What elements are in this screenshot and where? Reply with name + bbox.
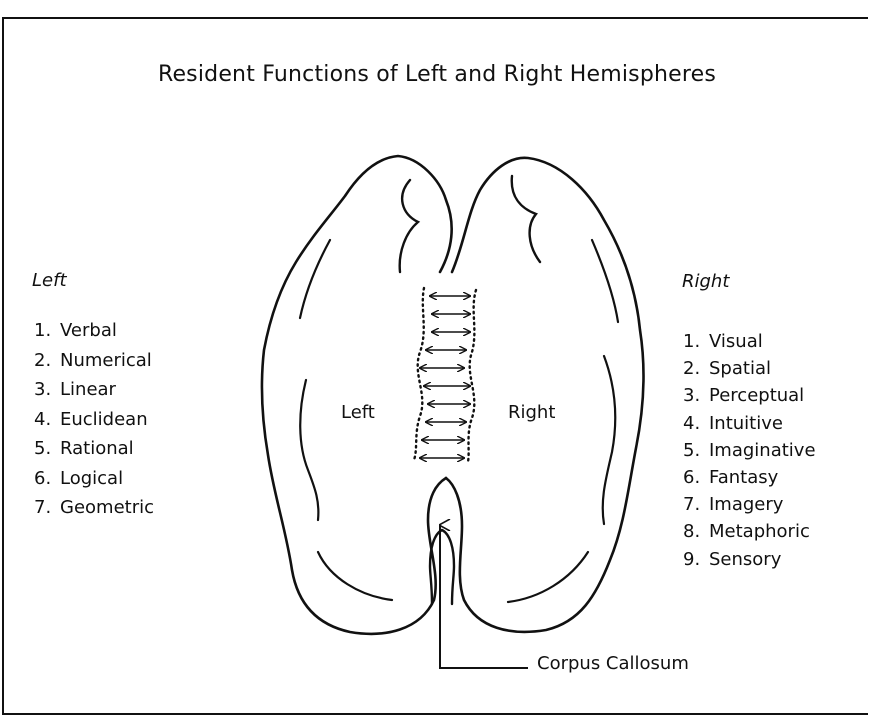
right-gyrus-fold	[512, 176, 540, 262]
right-gyrus-fold	[603, 356, 616, 524]
left-gyrus-fold	[300, 380, 318, 520]
callosum-left-boundary	[414, 288, 424, 460]
left-hemisphere-outline	[262, 156, 452, 634]
left-gyrus-fold	[400, 180, 418, 272]
left-gyrus-fold	[300, 240, 330, 318]
left-hemisphere-label: Left	[341, 402, 375, 423]
corpus-callosum-label: Corpus Callosum	[537, 653, 689, 674]
right-gyrus-fold	[592, 240, 618, 322]
right-hemisphere-label: Right	[508, 402, 555, 423]
callosum-right-boundary	[468, 290, 476, 462]
left-gyrus-fold	[318, 552, 392, 600]
right-gyrus-fold	[508, 552, 588, 602]
